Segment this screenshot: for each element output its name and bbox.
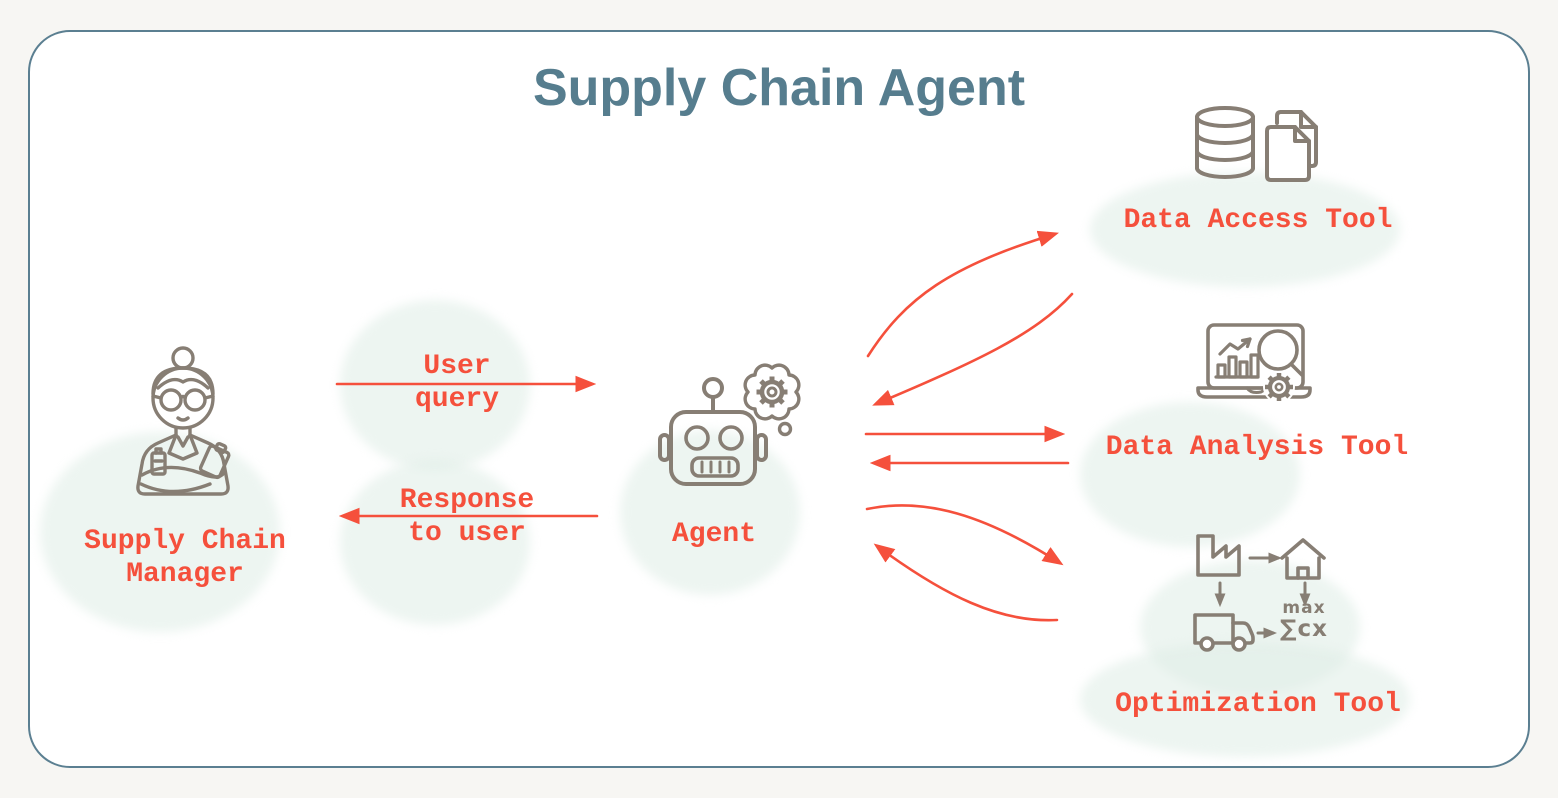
laptop-base — [1196, 386, 1312, 399]
background-blob — [1080, 402, 1300, 547]
gear-icon — [1263, 371, 1295, 403]
documents-icon — [1265, 110, 1318, 182]
robot-agent-icon — [658, 363, 801, 486]
house-icon — [1280, 538, 1326, 580]
agent-to-data-access-arrow — [866, 230, 1059, 358]
optimization-to-agent-arrow — [873, 543, 1059, 622]
factory-icon — [1196, 534, 1241, 577]
background-blob — [1090, 172, 1400, 287]
bar-chart-icon — [1214, 337, 1260, 379]
optimization-tool-label: Optimization Tool — [1115, 689, 1401, 720]
formula-expression: ∑cx — [1280, 616, 1328, 642]
data-access-to-agent-arrow — [872, 292, 1074, 406]
background-blob — [1080, 642, 1410, 757]
magnifier-icon — [1257, 329, 1304, 377]
objective-formula: max ∑cx — [1278, 600, 1330, 641]
page-title: Supply Chain Agent — [532, 59, 1026, 117]
agent-label: Agent — [671, 519, 756, 550]
manager-icon — [136, 346, 231, 496]
optimization-tool-icon — [1193, 534, 1326, 652]
agent-to-optimization-arrow — [865, 504, 1064, 566]
data-analysis-tool-icon — [1196, 323, 1312, 403]
user-query-label: User query — [414, 351, 499, 415]
background-blob — [340, 460, 530, 625]
background-blob — [40, 432, 280, 632]
formula-objective: max — [1282, 598, 1326, 618]
response-label: Response to user — [399, 485, 535, 549]
data-access-tool-icon — [1195, 106, 1318, 182]
thought-bubble-gear-icon — [743, 363, 801, 437]
database-icon — [1195, 106, 1255, 179]
data-access-tool-label: Data Access Tool — [1123, 205, 1393, 236]
data-analysis-tool-label: Data Analysis Tool — [1105, 432, 1409, 463]
truck-icon — [1193, 613, 1255, 652]
manager-label: Supply Chain Manager — [84, 526, 286, 590]
